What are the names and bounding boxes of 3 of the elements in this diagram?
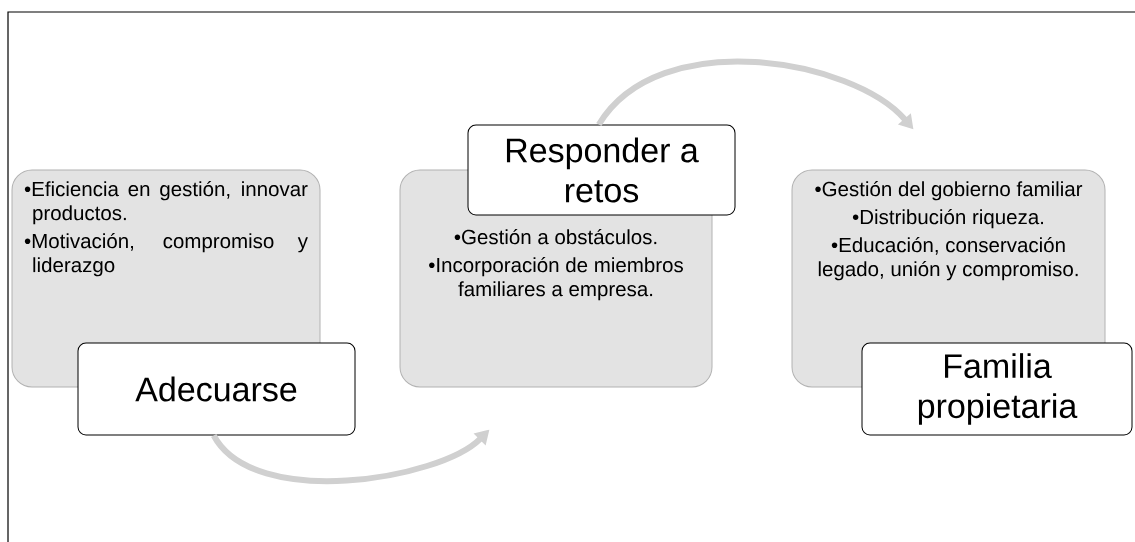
title-box: Responder a retos: [467, 124, 736, 216]
title-box: Familia propietaria: [861, 342, 1133, 436]
title-box: Adecuarse: [77, 342, 356, 436]
